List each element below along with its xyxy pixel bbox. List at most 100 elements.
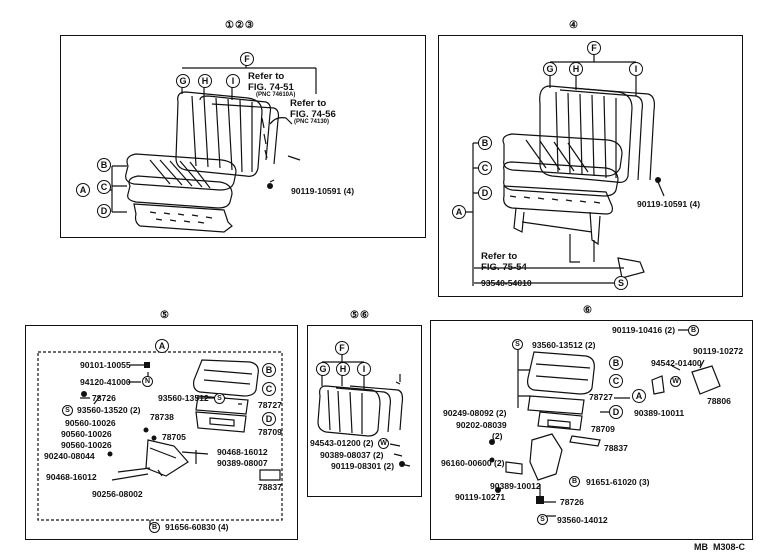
callout-s-4: S: [614, 276, 628, 290]
callout-b-5b: B: [149, 522, 160, 533]
part-78705: 78705: [162, 432, 186, 442]
callout-h-56: H: [336, 362, 350, 376]
part-96160-00600: 96160-00600 (2): [441, 458, 505, 468]
panel-header-56: ⑤⑥: [350, 310, 370, 321]
part-90119-10271: 90119-10271: [455, 492, 506, 502]
part-78709-6: 78709: [591, 424, 615, 434]
part-94120-41000: 94120-41000: [80, 377, 131, 387]
callout-d-123: D: [97, 204, 111, 218]
part-90389-08037: 90389-08037 (2): [320, 450, 384, 460]
callout-c-6: C: [609, 374, 623, 388]
callout-b-6a: B: [688, 325, 699, 336]
callout-d-5: D: [262, 412, 276, 426]
part-78727-6: 78727: [589, 392, 613, 402]
panel-header-6: ⑥: [583, 305, 593, 316]
bolt-56: [399, 461, 405, 467]
part-90249-08092: 90249-08092 (2): [443, 408, 507, 418]
clip-5a: [143, 427, 149, 433]
part-90389-08007: 90389-08007: [217, 458, 268, 468]
panel-armrest-5: [25, 325, 298, 540]
bolt-6b: [495, 487, 501, 493]
part-94542-01400: 94542-01400: [651, 358, 702, 368]
panel-seat-56: [307, 325, 422, 497]
clip-5b: [151, 435, 157, 441]
part-90560-10026-c: 90560-10026: [61, 440, 112, 450]
ref-fig-74-51: Refer to FIG. 74-51: [248, 71, 294, 93]
callout-i-56: I: [357, 362, 371, 376]
part-90560-10026-b: 90560-10026: [61, 429, 112, 439]
callout-b-6: B: [609, 356, 623, 370]
callout-w-56: W: [378, 438, 389, 449]
callout-b-6b: B: [569, 476, 580, 487]
callout-f-123: F: [240, 52, 254, 66]
part-93560-14012: 93560-14012: [557, 515, 608, 525]
part-91656-60830: 91656-60830 (4): [165, 522, 229, 532]
bolt-4: [655, 177, 661, 183]
part-78726-5: 78726: [92, 393, 116, 403]
cap-6: [536, 496, 544, 504]
callout-s-6b: S: [537, 514, 548, 525]
callout-g-56: G: [316, 362, 330, 376]
pnc-74610a: (PNC 74610A): [256, 92, 296, 98]
part-90389-10011: 90389-10011: [634, 408, 685, 418]
part-91651-61020: 91651-61020 (3): [586, 477, 650, 487]
callout-a-4: A: [452, 205, 466, 219]
washer-5: [81, 391, 87, 397]
callout-c-123: C: [97, 180, 111, 194]
bolt-6a: [489, 439, 495, 445]
callout-b-5: B: [262, 363, 276, 377]
part-90202-qty: (2): [492, 431, 503, 441]
panel-armrest-6: [430, 320, 753, 540]
ref-fig-75-54: Refer to FIG. 75-54: [481, 251, 527, 273]
part-78806: 78806: [707, 396, 731, 406]
part-90560-10026-a: 90560-10026: [65, 418, 116, 428]
seat-back-56: [317, 354, 411, 467]
callout-w-6: W: [670, 376, 681, 387]
callout-h-4: H: [569, 62, 583, 76]
callout-n-5: N: [142, 376, 153, 387]
bolt-123: [267, 183, 273, 189]
callout-s-5b: S: [214, 393, 225, 404]
callout-s-6a: S: [512, 339, 523, 350]
callout-i-123: I: [226, 74, 240, 88]
callout-f-4: F: [587, 41, 601, 55]
part-93560-13512-5: 93560-13512: [158, 393, 209, 403]
clip-6a: [489, 457, 495, 463]
callout-g-4: G: [543, 62, 557, 76]
callout-a-6: A: [632, 389, 646, 403]
callout-d-4: D: [478, 186, 492, 200]
part-78726-6: 78726: [560, 497, 584, 507]
part-90468-16012-a: 90468-16012: [46, 472, 97, 482]
callout-a-123: A: [76, 183, 90, 197]
armrest-5: [37, 351, 283, 521]
part-90119-10591-4: 90119-10591 (4): [637, 199, 701, 209]
pnc-74130: (PNC 74130): [294, 119, 330, 125]
callout-d-6: D: [609, 405, 623, 419]
part-90119-10272: 90119-10272: [693, 346, 744, 356]
panel-seat-123: [60, 35, 426, 238]
callout-b-4: B: [478, 136, 492, 150]
callout-f-56: F: [335, 341, 349, 355]
panel-header-5: ⑤: [160, 310, 170, 321]
callout-i-4: I: [629, 62, 643, 76]
fastener-5a: [144, 362, 150, 368]
ref-fig-74-56: Refer to FIG. 74-56: [290, 98, 336, 120]
panel-seat-4: [438, 35, 743, 297]
clip-5c: [107, 451, 113, 457]
part-78727-5: 78727: [258, 400, 282, 410]
part-78837-5: 78837: [258, 482, 282, 492]
panel-header-4: ④: [569, 20, 579, 31]
part-93540-54010: 93540-54010: [481, 278, 532, 288]
part-78709-5: 78709: [258, 427, 282, 437]
part-78837-6: 78837: [604, 443, 628, 453]
seat-cushion-4: [502, 133, 623, 263]
panel-header-123: ①②③: [225, 20, 255, 31]
part-90389-10012: 90389-10012: [490, 481, 541, 491]
armrest-parts-5: [111, 359, 281, 481]
callout-a-5: A: [155, 339, 169, 353]
callout-s-5a: S: [62, 405, 73, 416]
part-90240-08044: 90240-08044: [44, 451, 95, 461]
part-78738: 78738: [150, 412, 174, 422]
callout-c-5: C: [262, 382, 276, 396]
